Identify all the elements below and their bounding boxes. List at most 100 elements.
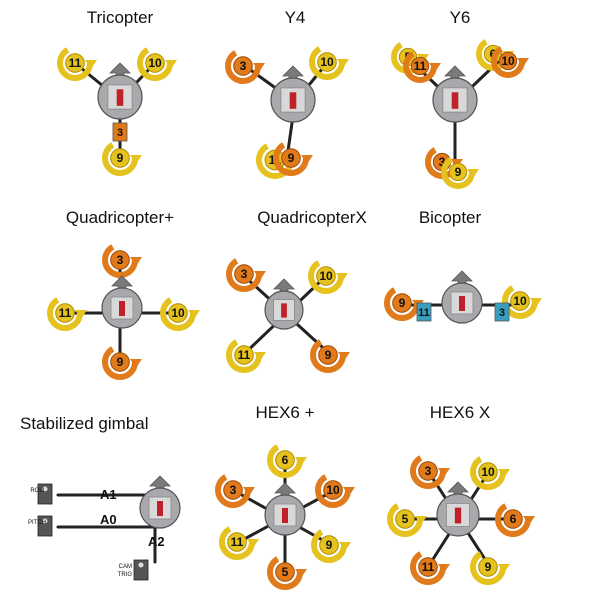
stabilized-gimbal-svg: ROLL PITCH CAM TRIG A1 A0 A2 [28, 475, 181, 581]
motor-disc [145, 53, 165, 73]
motor-label: 10 [148, 56, 162, 70]
arrowhead-icon [438, 468, 450, 477]
arrowhead-icon [498, 469, 510, 478]
motor-disc [281, 148, 301, 168]
motor-label: 11 [238, 348, 251, 362]
motor-label: 9 [288, 151, 295, 165]
arrowhead-icon [295, 569, 307, 578]
quadricopter-plus-svg: 3 11 10 9 [47, 242, 200, 380]
diagram-hex6-x: HEX6 X 3 10 6 9 11 5 [360, 395, 560, 595]
controller-chip [289, 92, 297, 109]
motor-disc [223, 480, 243, 500]
motor-disc [318, 345, 338, 365]
arrowhead-icon [339, 542, 351, 551]
arrowhead-icon [343, 487, 355, 496]
motor-label: 10 [320, 55, 334, 69]
motor-label: 10 [481, 465, 495, 479]
motor-disc [234, 264, 254, 284]
motor-label: 5 [282, 565, 289, 579]
servo-shaft [138, 562, 144, 568]
arrowhead-icon [336, 273, 348, 282]
tricopter-svg: 11 10 9 3 [57, 45, 177, 176]
motor-10: 10 [315, 472, 355, 508]
motor-9: 9 [102, 140, 142, 176]
motor-label: 11 [231, 535, 244, 549]
servo-label: 11 [418, 307, 430, 319]
motor-disc [510, 291, 530, 311]
flight-controller-hub [101, 275, 143, 329]
motor-label: 6 [282, 453, 289, 467]
motor-label: 9 [326, 538, 333, 552]
diagram-title: HEX6 X [429, 403, 491, 422]
motor-label: 10 [326, 483, 340, 497]
servo-shaft [42, 518, 48, 524]
motor-label: 9 [485, 560, 492, 574]
gimbal-label-trig: TRIG [118, 572, 133, 578]
motor-label: 10 [513, 294, 527, 308]
arrowhead-icon [523, 516, 535, 525]
motor-label: 9 [455, 165, 462, 179]
arrowhead-icon [429, 63, 441, 72]
motor-label: 5 [402, 512, 409, 526]
motor-label: 10 [501, 54, 515, 68]
motor-label: 3 [425, 464, 432, 478]
motor-disc [65, 53, 85, 73]
diagram-y4: Y4 3 10 11 9 [195, 0, 395, 200]
controller-chip [116, 89, 124, 106]
motor-3: 3 [226, 256, 266, 292]
motor-9: 9 [102, 344, 142, 380]
motor-10: 10 [308, 258, 348, 294]
arrowhead-icon [337, 59, 349, 68]
motor-11: 11 [226, 337, 266, 373]
diagram-title: Y6 [449, 8, 471, 27]
motor-6: 6 [495, 501, 535, 537]
motor-3: 3 [215, 472, 255, 508]
flight-controller-hub [432, 65, 478, 123]
flight-controller-hub [436, 481, 480, 537]
motor-10: 10 [137, 45, 177, 81]
servo-shaft [42, 486, 48, 492]
controller-chip [281, 303, 287, 318]
bicopter-svg: 9 10 11 3 [384, 270, 542, 324]
motor-label: 3 [439, 155, 446, 169]
arrowhead-icon [301, 155, 313, 164]
motor-label: 9 [117, 355, 124, 369]
servo-label: 3 [117, 127, 123, 139]
motor-9: 9 [273, 140, 313, 176]
motor-disc [275, 562, 295, 582]
diagram-quadricopter-plus: Quadricopter+ 3 11 10 9 [20, 200, 220, 400]
flight-controller-hub [441, 270, 483, 324]
gimbal-label-cam: CAM [119, 564, 132, 570]
arrowhead-icon [243, 487, 255, 496]
motor-label: 10 [171, 306, 185, 320]
gimbal-label-pitch: PITCH [28, 520, 46, 526]
gimbal-channel-a0: A0 [100, 512, 117, 527]
motor-label: 3 [117, 253, 124, 267]
arrowhead-icon [130, 359, 142, 368]
motor-disc [448, 162, 468, 182]
motor-label: 9 [325, 348, 332, 362]
diagram-title: Bicopter [418, 208, 482, 227]
servo-body [37, 483, 53, 505]
flight-controller-hub [270, 65, 316, 123]
motor-10: 10 [502, 283, 542, 319]
motor-label: 3 [241, 267, 248, 281]
servo-3: 3 [112, 122, 128, 142]
motor-10: 10 [470, 454, 510, 490]
diagram-title: Y4 [284, 8, 306, 27]
motor-6: 6 [267, 442, 307, 478]
roll-servo [37, 483, 53, 505]
arrowhead-icon [517, 58, 529, 67]
diagram-stabilized-gimbal: Stabilized gimbal ROLL PITCH CAM TRIG A1… [20, 400, 220, 600]
flight-controller-hub [139, 475, 181, 529]
motor-label: 11 [414, 59, 427, 73]
servo-body [416, 302, 432, 322]
motor-disc [110, 148, 130, 168]
flight-controller-hub [264, 278, 304, 330]
diagram-quadricopter-x: QuadricopterX 3 10 11 9 [212, 200, 412, 400]
arrowhead-icon [530, 298, 542, 307]
motor-disc [395, 509, 415, 529]
motor-label: 3 [230, 483, 237, 497]
gimbal-label-roll: ROLL [30, 488, 46, 494]
motor-3: 3 [410, 453, 450, 489]
